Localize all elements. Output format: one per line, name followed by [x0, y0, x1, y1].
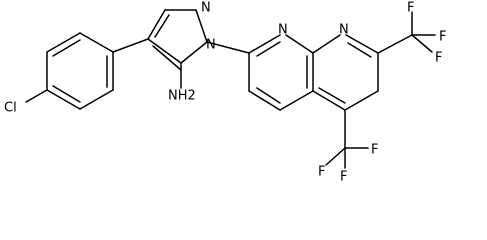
- pyrazole-ring: [147, 9, 208, 71]
- pyrazole-n2-label: N: [201, 1, 211, 16]
- pyrazole-n1-label: N: [206, 38, 216, 53]
- cf3-group-upper: [377, 11, 436, 54]
- naphthyridine-left-ring: [248, 34, 314, 111]
- chemical-structure-diagram: Cl NH2 N N N N F F F F F F: [4, 1, 446, 185]
- chlorophenyl-ring: [46, 32, 114, 110]
- naphthyridine-n1-label: N: [278, 23, 288, 38]
- fluorine-label-upper-2: F: [439, 30, 446, 45]
- fluorine-label-lower-2: F: [371, 143, 378, 158]
- n-naphthyridine-bond: [206, 41, 250, 54]
- fluorine-label-lower-3: F: [340, 170, 347, 185]
- nh2-label: NH2: [168, 89, 196, 104]
- c-cl-bond: [25, 89, 48, 103]
- cf3-group-lower: [325, 109, 369, 169]
- cl-atom-label: Cl: [4, 101, 17, 116]
- fluorine-label-lower-1: F: [318, 165, 325, 180]
- naphthyridine-n8-label: N: [339, 23, 349, 38]
- naphthyridine-right-ring: [312, 34, 379, 111]
- fluorine-label-upper-1: F: [407, 1, 414, 16]
- fluorine-label-upper-3: F: [435, 51, 442, 66]
- aryl-pyrazole-bond: [112, 38, 149, 53]
